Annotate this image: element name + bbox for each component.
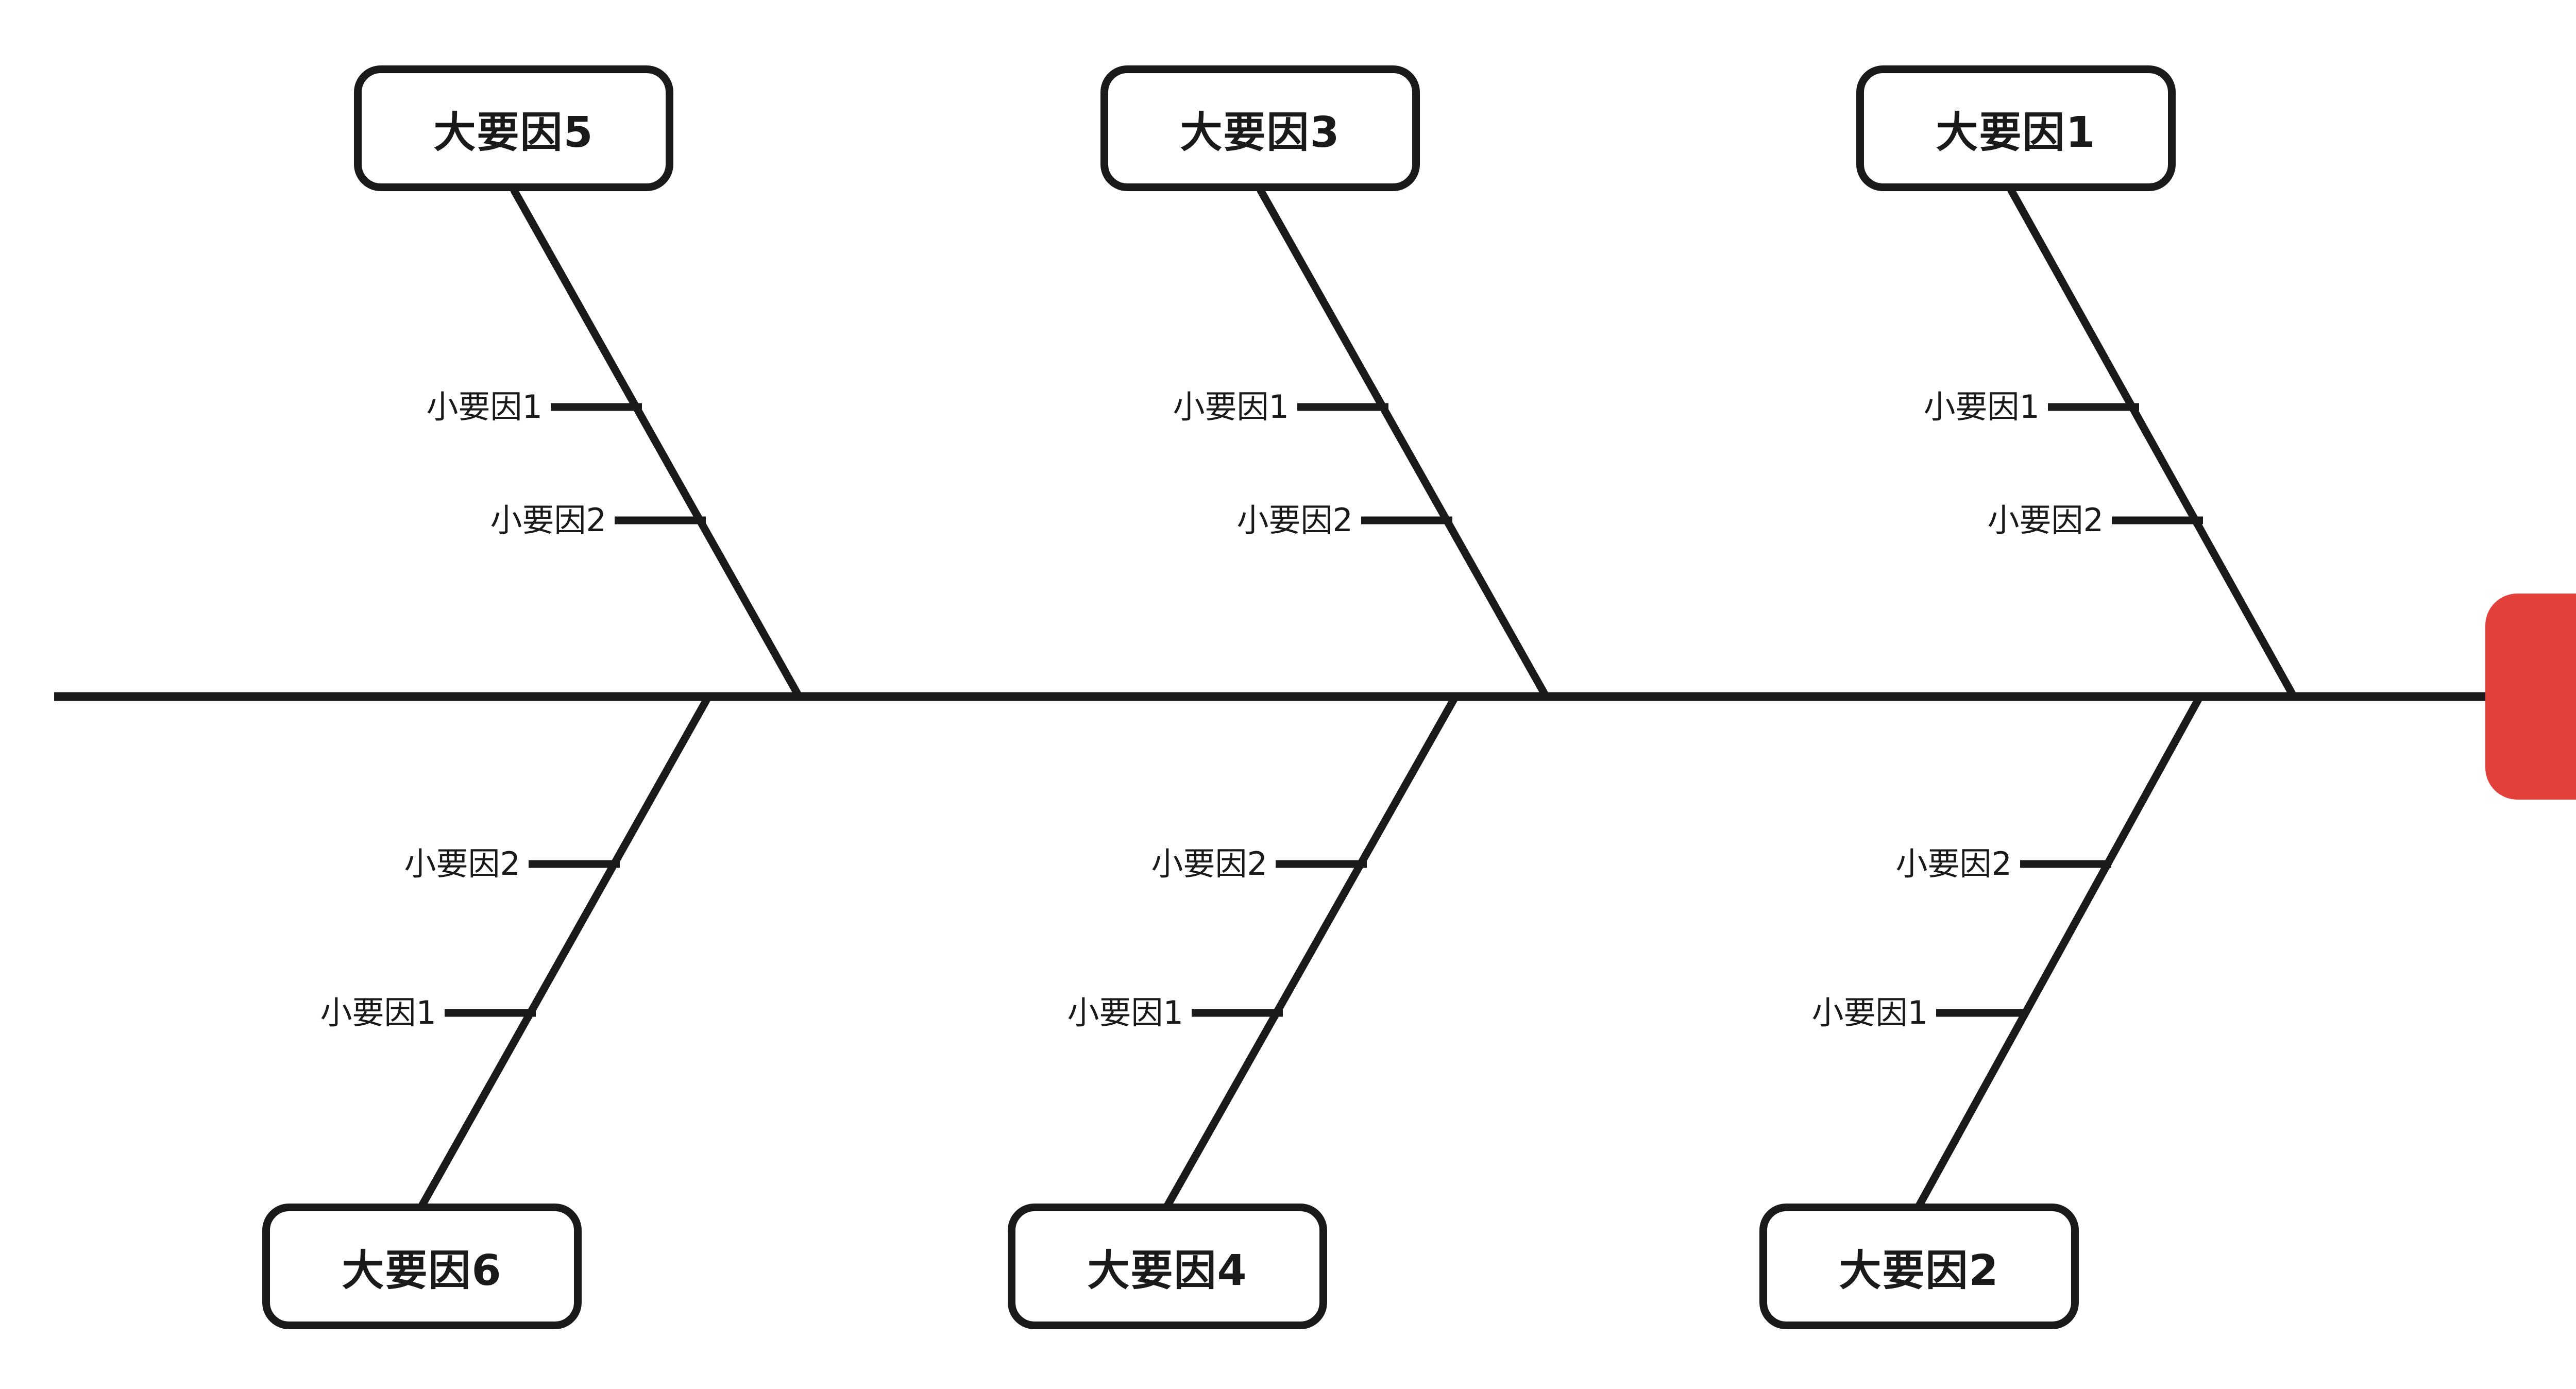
major-cause-label: 大要因3 xyxy=(1180,108,1341,157)
major-bone-top-2 xyxy=(1257,188,1550,699)
minor-cause-label[interactable]: 小要因1 xyxy=(320,994,436,1031)
minor-cause-label[interactable]: 小要因2 xyxy=(404,845,520,883)
major-cause-box-4[interactable]: 大要因4 xyxy=(1008,1204,1327,1329)
minor-cause-label[interactable]: 小要因2 xyxy=(1987,501,2104,539)
major-bone-bottom-2 xyxy=(1164,694,1459,1208)
major-cause-label: 大要因2 xyxy=(1839,1246,1999,1295)
minor-cause-label[interactable]: 小要因2 xyxy=(1895,845,2012,883)
minor-cause-label[interactable]: 小要因1 xyxy=(426,388,543,426)
major-cause-box-6[interactable]: 大要因6 xyxy=(262,1204,582,1329)
major-cause-box-5[interactable]: 大要因5 xyxy=(354,65,673,191)
major-bone-top-3 xyxy=(2007,188,2297,699)
major-cause-box-1[interactable]: 大要因1 xyxy=(1856,65,2176,191)
major-cause-label: 大要因6 xyxy=(342,1246,502,1295)
minor-cause-label[interactable]: 小要因2 xyxy=(490,501,606,539)
major-cause-box-2[interactable]: 大要因2 xyxy=(1759,1204,2079,1329)
major-cause-label: 大要因5 xyxy=(433,108,594,157)
major-cause-label: 大要因4 xyxy=(1087,1246,1248,1295)
problem-box[interactable]: 问题 xyxy=(2485,594,2576,800)
major-cause-box-3[interactable]: 大要因3 xyxy=(1100,65,1420,191)
minor-cause-label[interactable]: 小要因1 xyxy=(1811,994,1928,1031)
minor-cause-label[interactable]: 小要因2 xyxy=(1151,845,1267,883)
minor-cause-label[interactable]: 小要因1 xyxy=(1067,994,1183,1031)
minor-cause-label[interactable]: 小要因1 xyxy=(1923,388,2040,426)
major-cause-label: 大要因1 xyxy=(1936,108,2096,157)
major-bone-bottom-1 xyxy=(418,694,712,1208)
major-bone-bottom-3 xyxy=(1916,694,2204,1208)
minor-cause-label[interactable]: 小要因1 xyxy=(1173,388,1289,426)
minor-cause-label[interactable]: 小要因2 xyxy=(1236,501,1353,539)
major-bone-top-1 xyxy=(510,188,803,699)
